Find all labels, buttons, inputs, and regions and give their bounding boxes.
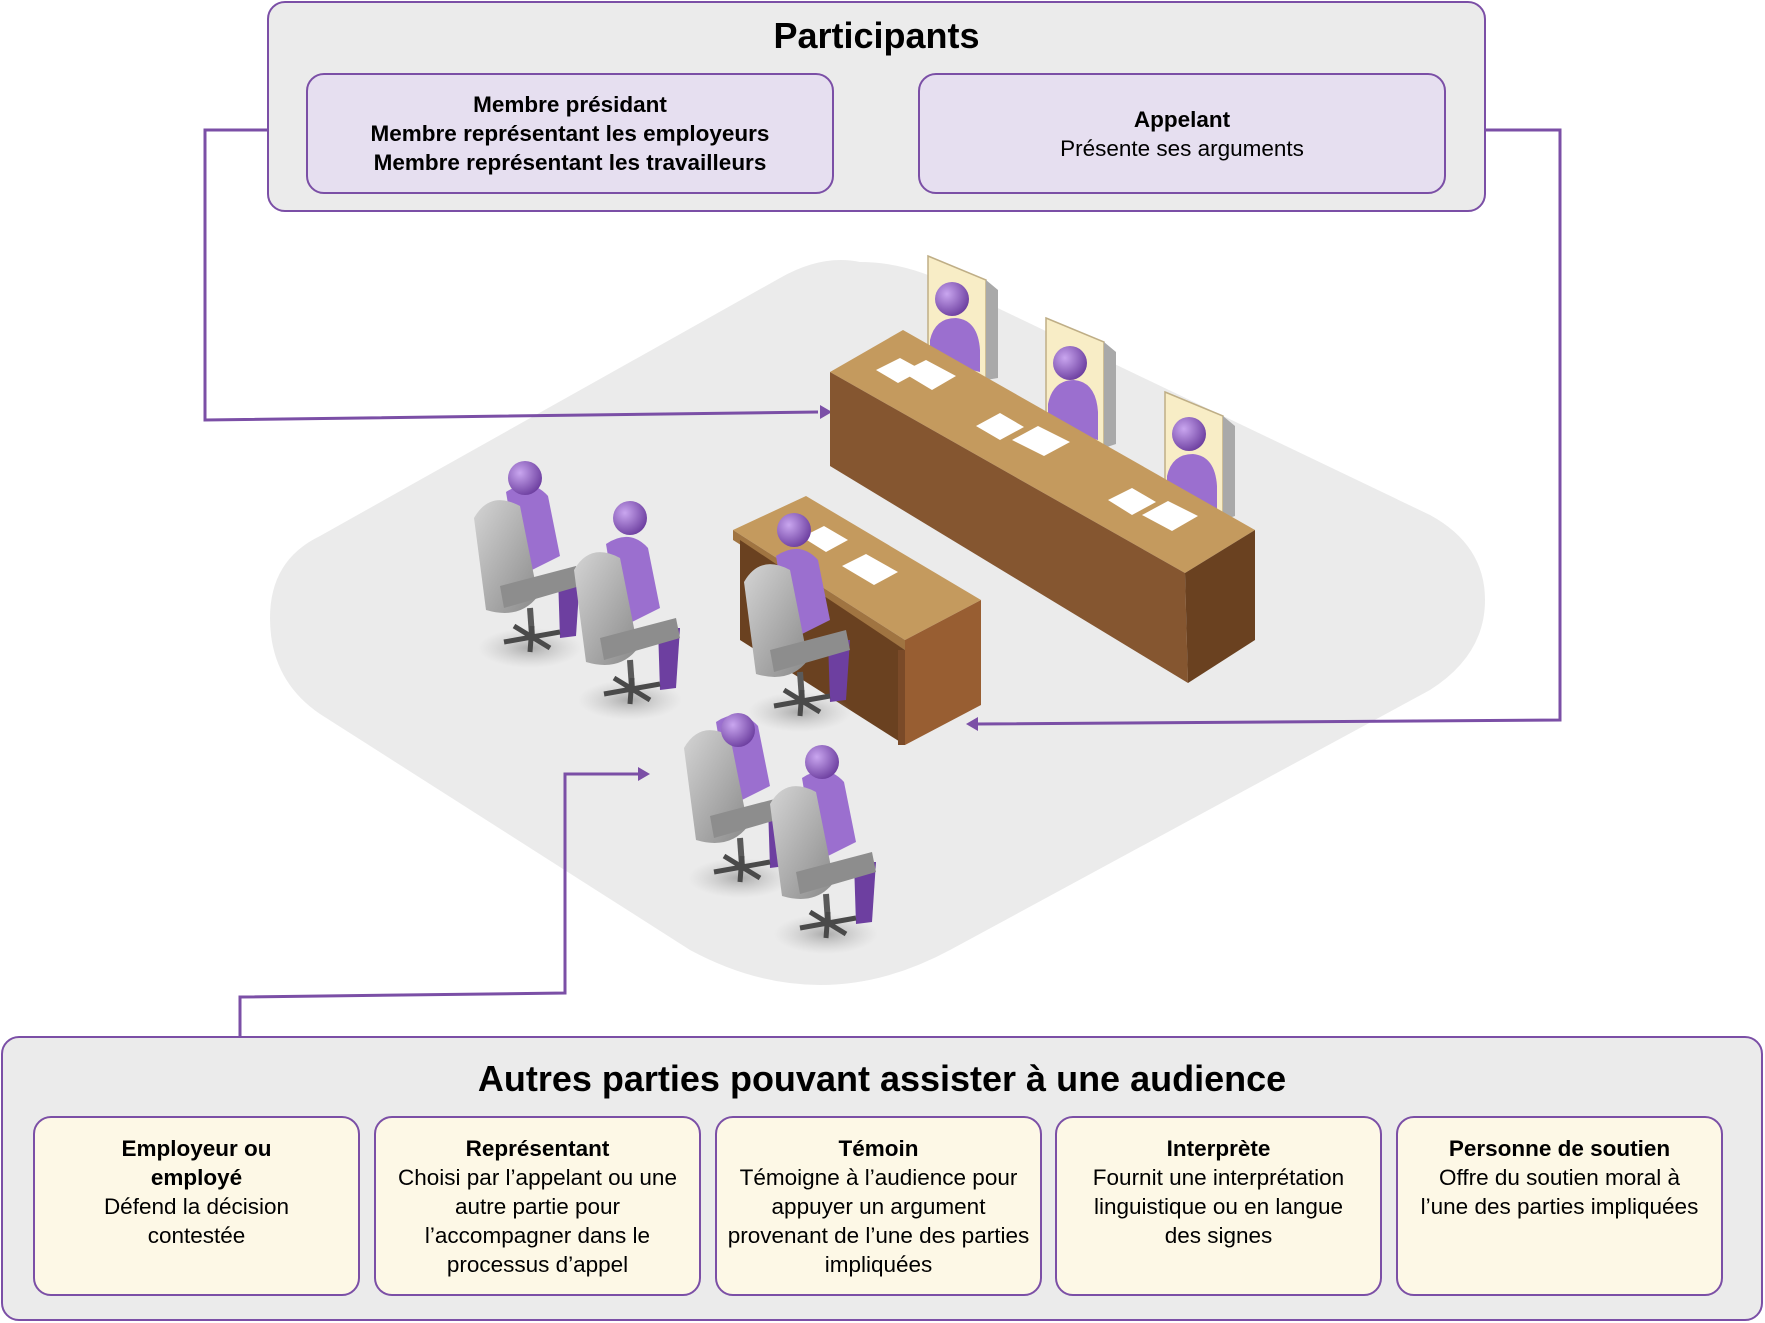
other-party-description: Témoigne à l’audience pour appuyer un ar… <box>727 1165 1030 1277</box>
arrowhead-others <box>638 767 650 781</box>
other-party-description: Offre du soutien moral à l’une des parti… <box>1420 1165 1699 1219</box>
person-appellant <box>744 513 852 732</box>
other-party-witness: Témoin Témoigne à l’audience pour appuye… <box>715 1116 1042 1296</box>
other-party-name: Personne de soutien <box>1448 1136 1671 1161</box>
other-party-representative: Représentant Choisi par l’appelant ou un… <box>374 1116 701 1296</box>
other-parties-title: Autres parties pouvant assister à une au… <box>477 1058 1287 1099</box>
connector-others-to-audience <box>238 772 638 1036</box>
other-party-name: Employeur ou employé <box>121 1136 272 1190</box>
other-party-description: Défend la décision contestée <box>103 1194 290 1248</box>
worker-member-label: Membre représentant les travailleurs <box>373 150 767 175</box>
other-party-name: Représentant <box>465 1136 610 1161</box>
other-party-employer: Employeur ou employé Défend la décision … <box>33 1116 360 1296</box>
arrowhead-tribunal <box>820 405 832 419</box>
person-audience-4 <box>770 745 878 954</box>
person-audience-3 <box>684 713 792 898</box>
other-party-name: Témoin <box>838 1136 919 1161</box>
employer-member-label: Membre représentant les employeurs <box>370 121 770 146</box>
connector-tribunal-to-bench <box>203 128 819 422</box>
presiding-member-label: Membre présidant <box>473 92 667 117</box>
appellant-description: Présente ses arguments <box>1060 135 1304 161</box>
connector-appellant-to-desk <box>975 128 1562 726</box>
tribunal-members-box: Membre présidant Membre représentant les… <box>306 73 834 194</box>
tribunal-bench <box>830 330 1255 683</box>
person-audience-2 <box>574 501 682 720</box>
other-party-support-person: Personne de soutien Offre du soutien mor… <box>1396 1116 1723 1296</box>
other-party-description: Fournit une interprétation linguistique … <box>1092 1165 1345 1248</box>
other-party-name: Interprète <box>1166 1136 1271 1161</box>
arrowhead-appellant <box>966 717 978 731</box>
other-party-description: Choisi par l’appelant ou une autre parti… <box>398 1165 677 1277</box>
participants-title: Participants <box>773 15 980 56</box>
person-audience-1 <box>474 461 582 668</box>
other-party-interpreter: Interprète Fournit une interprétation li… <box>1055 1116 1382 1296</box>
appellant-name: Appelant <box>1133 106 1231 132</box>
appellant-box: Appelant Présente ses arguments <box>918 73 1446 194</box>
